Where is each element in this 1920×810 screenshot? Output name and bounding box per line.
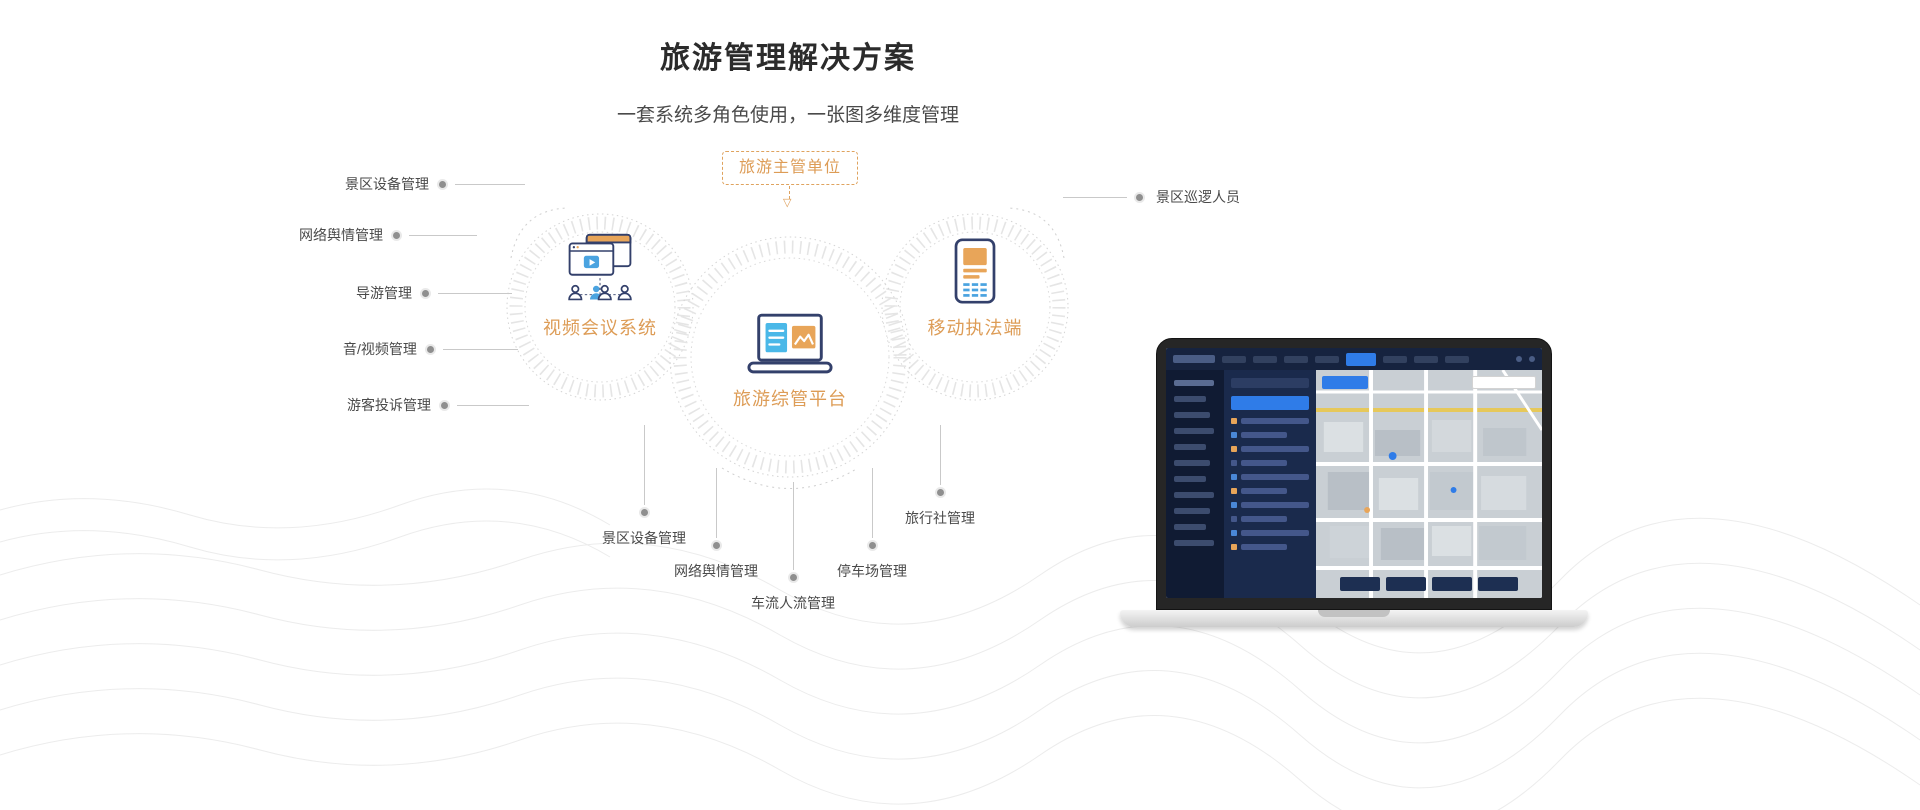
map-tool-button xyxy=(1340,577,1380,591)
tick-ring-decoration xyxy=(506,213,694,401)
label-text: 游客投诉管理 xyxy=(347,397,431,413)
node-content: 旅游综管平台 xyxy=(668,235,912,479)
laptop-dashboard-icon xyxy=(747,313,833,374)
dashboard-menu-item xyxy=(1222,355,1246,363)
node-label-mobile: 移动执法端 xyxy=(927,318,1023,338)
dashboard-menu-item xyxy=(1383,355,1407,363)
connector-dot xyxy=(1136,193,1143,201)
page-subtitle: 一套系统多角色使用，一张图多维度管理 xyxy=(616,105,959,126)
arrow-down-icon: ▽ xyxy=(783,197,792,209)
page-title: 旅游管理解决方案 xyxy=(660,42,916,75)
connector-line xyxy=(438,292,512,294)
dashboard-settings-icon xyxy=(1529,356,1535,362)
laptop-base xyxy=(1120,610,1588,627)
label-text: 导游管理 xyxy=(356,285,412,301)
label-text: 车流人流管理 xyxy=(751,595,835,611)
connector-line xyxy=(715,468,717,538)
map-tool-button xyxy=(1386,577,1426,591)
node-mobile-enforcement: 移动执法端 xyxy=(880,212,1070,402)
connector-dot xyxy=(422,289,429,297)
left-label-equipment: 景区设备管理 xyxy=(345,175,525,193)
node-content: 移动执法端 xyxy=(880,212,1070,402)
dashboard-menu-item xyxy=(1414,355,1438,363)
label-text: 旅行社管理 xyxy=(905,510,975,526)
left-label-opinion: 网络舆情管理 xyxy=(299,226,477,244)
connector-dot xyxy=(441,401,448,409)
background-waves xyxy=(0,488,1920,810)
label-text: 景区巡逻人员 xyxy=(1156,189,1240,205)
dashboard-menu-item xyxy=(1445,355,1469,363)
map-search-box xyxy=(1472,376,1536,389)
dashboard-body xyxy=(1166,370,1542,598)
authority-box: 旅游主管单位 xyxy=(722,151,858,185)
connector-line xyxy=(455,183,525,185)
connector-dot xyxy=(393,231,400,239)
dashboard-menu-item-active xyxy=(1346,352,1376,366)
connector-dot xyxy=(426,345,434,353)
node-video-conference: 视频会议系统 xyxy=(505,212,695,402)
dashboard-user-avatar xyxy=(1516,356,1522,362)
node-label-platform: 旅游综管平台 xyxy=(733,389,847,409)
connector-dot xyxy=(439,180,446,188)
label-text: 音/视频管理 xyxy=(343,341,417,357)
connector-dot xyxy=(640,509,648,516)
map-bottom-toolbar xyxy=(1340,577,1518,591)
connector-line xyxy=(1063,196,1127,198)
label-text: 停车场管理 xyxy=(837,563,907,579)
video-conference-icon xyxy=(568,233,632,301)
connector-line xyxy=(871,468,873,538)
node-platform: 旅游综管平台 xyxy=(668,235,912,479)
map-graphic xyxy=(1316,370,1542,598)
dashboard-sidebar-primary xyxy=(1166,370,1224,598)
connector-dot xyxy=(789,574,797,581)
dashboard-topbar xyxy=(1166,348,1542,370)
left-label-av: 音/视频管理 xyxy=(343,340,518,358)
connector-dot xyxy=(868,542,876,549)
dashboard-3d-map xyxy=(1316,370,1542,598)
label-text: 网络舆情管理 xyxy=(299,227,383,243)
connector-dot xyxy=(712,542,720,549)
connector-line xyxy=(939,425,941,485)
dashboard-menu-item xyxy=(1253,355,1277,363)
authority-dashed-line xyxy=(789,186,790,199)
dashboard-menu-item xyxy=(1315,355,1339,363)
laptop-screen xyxy=(1156,338,1552,610)
right-label-patrol: 景区巡逻人员 xyxy=(1063,188,1240,206)
connector-line xyxy=(643,425,645,505)
map-tool-button xyxy=(1478,577,1518,591)
node-label-video: 视频会议系统 xyxy=(543,318,657,338)
map-action-chip xyxy=(1322,376,1368,389)
connector-line xyxy=(442,348,518,350)
dashboard-sidebar-secondary xyxy=(1224,370,1316,598)
map-tool-button xyxy=(1432,577,1472,591)
label-text: 景区设备管理 xyxy=(345,176,429,192)
connector-dot xyxy=(936,489,944,496)
dashboard-menu-item xyxy=(1284,355,1308,363)
laptop-mockup xyxy=(1120,338,1588,634)
laptop-notch xyxy=(1318,610,1390,617)
connector-line xyxy=(409,234,477,236)
connector-line xyxy=(792,482,794,570)
connector-line xyxy=(457,404,529,406)
section-header: 旅游管理解决方案 一套系统多角色使用，一张图多维度管理 xyxy=(0,0,1576,127)
dashboard-logo xyxy=(1173,355,1215,363)
node-content: 视频会议系统 xyxy=(505,212,695,402)
left-label-complaint: 游客投诉管理 xyxy=(347,396,529,414)
mobile-enforcement-icon xyxy=(954,238,996,304)
left-label-guide: 导游管理 xyxy=(356,284,512,302)
tick-ring-decoration xyxy=(881,213,1069,401)
dashboard-preview xyxy=(1166,348,1542,598)
